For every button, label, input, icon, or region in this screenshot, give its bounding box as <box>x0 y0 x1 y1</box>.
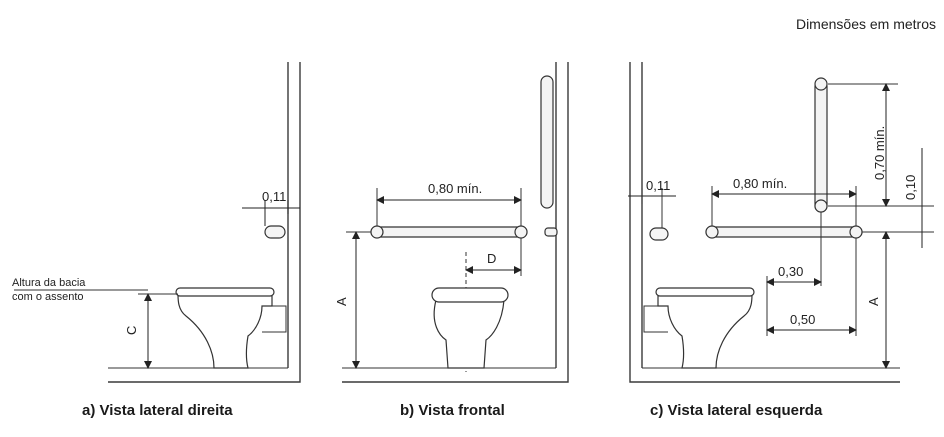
caption-view-c: c) Vista lateral esquerda <box>650 402 823 419</box>
caption-view-a: a) Vista lateral direita <box>82 402 233 419</box>
view-c-d30-label: 0,30 <box>778 264 803 279</box>
view-a-height-label: C <box>124 326 139 335</box>
view-c-height-label: A <box>866 297 881 306</box>
view-c-vbar-label: 0,70 mín. <box>872 126 887 180</box>
view-b-wall <box>342 62 569 383</box>
view-b-front: 0,80 mín. A D <box>334 62 569 383</box>
view-a-right-side: 0,11 C Altura da bacia com o assento <box>12 62 301 383</box>
view-a-width-label: 0,11 <box>262 189 286 204</box>
view-b-bar-label: 0,80 mín. <box>428 181 482 196</box>
view-c-bar-label: 0,80 mín. <box>733 176 787 191</box>
view-c-d50-label: 0,50 <box>790 312 815 327</box>
view-c-vertical-grab-bar <box>814 79 828 213</box>
view-b-vertical-grab-bar <box>540 75 554 209</box>
view-b-offset-label: D <box>487 251 496 266</box>
view-c-wall <box>629 62 900 383</box>
view-a-seat-label-line1: Altura da bacia <box>12 277 86 289</box>
view-a-toilet <box>177 293 273 369</box>
units-note: Dimensões em metros <box>795 16 936 32</box>
view-a-seat-label-line2: com o assento <box>12 291 84 303</box>
view-c-gap-label: 0,10 <box>903 175 918 200</box>
view-b-toilet <box>433 299 505 369</box>
view-c-left-side: 0,11 0,80 mín. 0,70 mín. 0,10 A 0,30 <box>628 62 934 383</box>
view-c-toilet <box>657 293 753 369</box>
view-a-grab-bar <box>264 225 286 239</box>
view-c-width-label: 0,11 <box>646 178 670 193</box>
view-b-horizontal-grab-bar <box>370 226 528 238</box>
view-c-small-bar <box>649 227 669 241</box>
view-c-horizontal-grab-bar <box>705 226 863 238</box>
view-a-wall <box>108 62 301 383</box>
view-b-height-label: A <box>334 297 349 306</box>
caption-view-b: b) Vista frontal <box>400 402 505 419</box>
